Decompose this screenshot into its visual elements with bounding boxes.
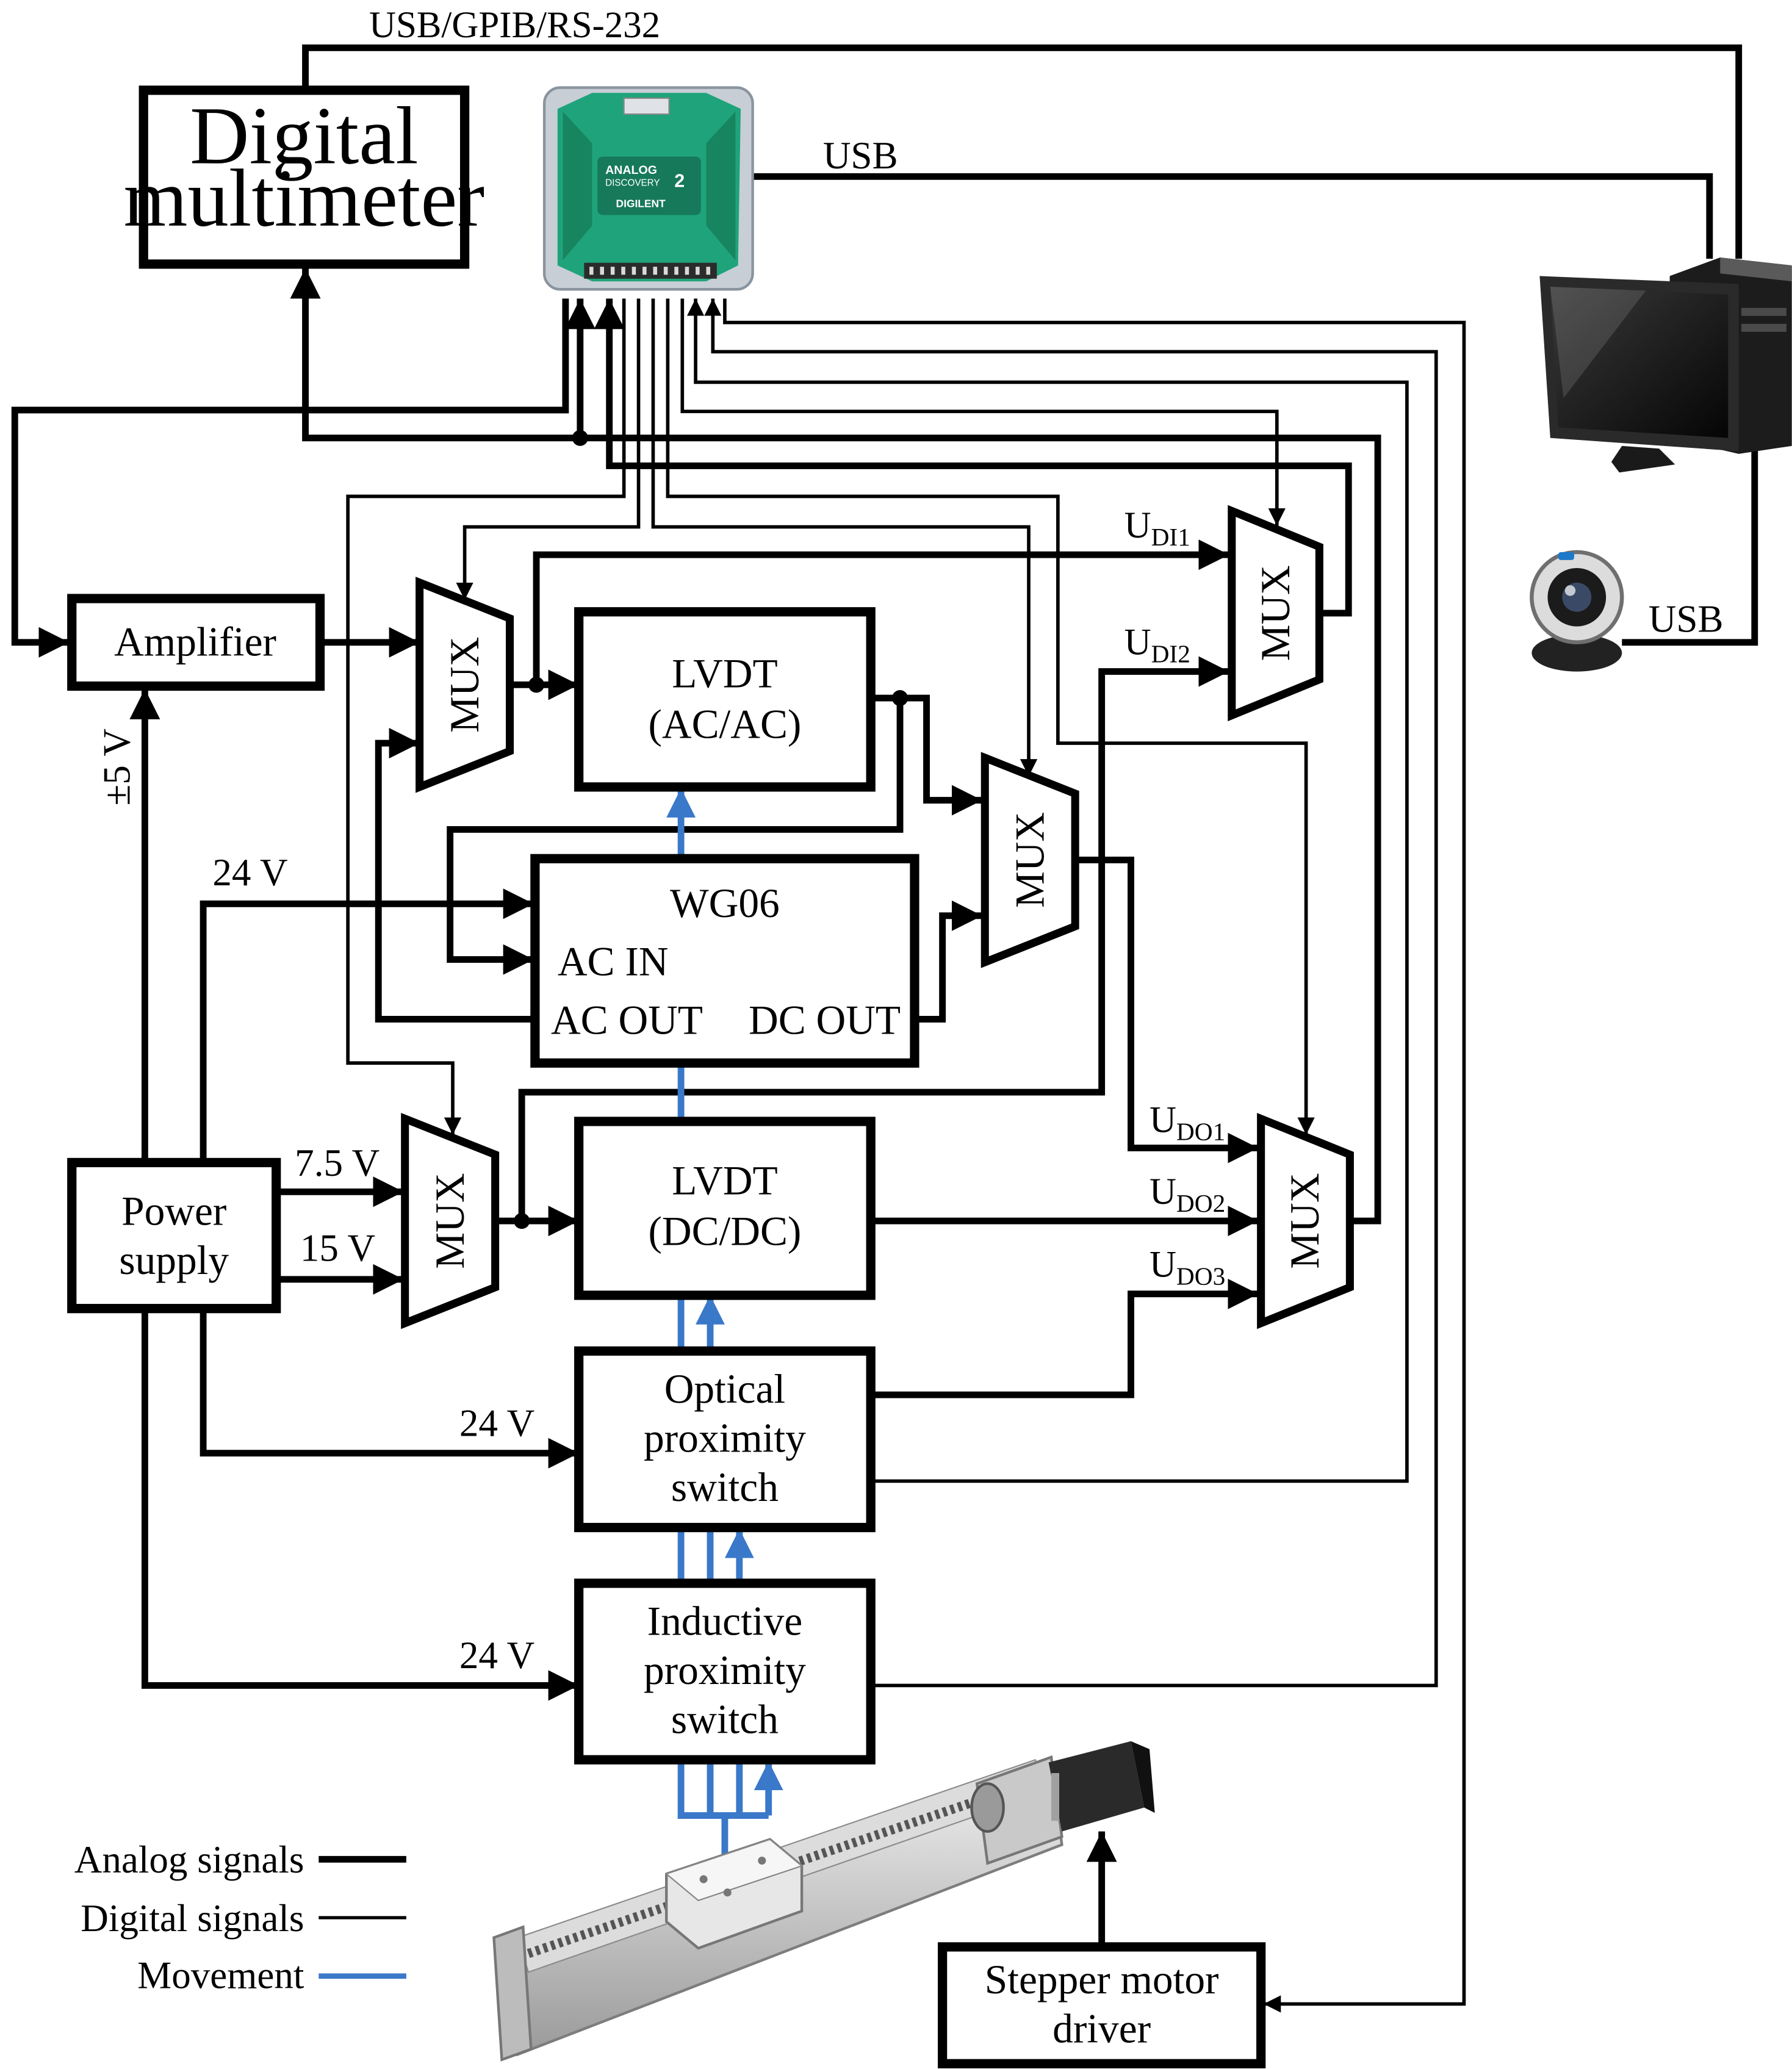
mux-left-top-label: MUX: [442, 637, 488, 733]
lvdt-ac-block: LVDT (AC/AC): [574, 607, 876, 792]
wg06-block: WG06 AC IN AC OUT DC OUT: [530, 854, 919, 1068]
device-logo-brand: DIGILENT: [616, 197, 666, 209]
mux-left-top: MUX: [416, 577, 514, 793]
udo1-label: UDO1: [1150, 1099, 1225, 1145]
v24-wg06-label: 24 V: [212, 851, 287, 894]
mux-bottom-left: MUX: [401, 1113, 500, 1330]
v5-label: ±5 V: [96, 729, 139, 805]
v15-label: 15 V: [300, 1226, 375, 1269]
optical-switch-line2: proximity: [644, 1416, 806, 1461]
device-logo-badge: 2: [674, 171, 685, 192]
inductive-switch-line2: proximity: [644, 1647, 806, 1693]
dmm-label-line2: multimeter: [124, 153, 485, 244]
wg06-dc-out: DC OUT: [749, 997, 901, 1043]
wg06-ac-in: AC IN: [558, 939, 669, 985]
power-supply-line2: supply: [119, 1237, 229, 1283]
legend-movement-label: Movement: [137, 1954, 304, 1996]
udi2-label: UDI2: [1124, 622, 1190, 667]
analog-discovery-device: ANALOG DISCOVERY 2 DIGILENT: [542, 86, 754, 291]
linear-stage-image: [492, 1741, 1155, 2062]
lvdt-dc-block: LVDT (DC/DC): [574, 1117, 876, 1300]
stepper-driver-block: Stepper motor driver: [938, 1942, 1266, 2068]
mux-top-right-label: MUX: [1253, 565, 1298, 661]
optical-switch-block: Optical proximity switch: [574, 1346, 876, 1533]
movement-links: [666, 788, 783, 1874]
device-logo-line1: ANALOG: [605, 164, 657, 177]
v24-optical-label: 24 V: [459, 1402, 534, 1444]
usb-device-label: USB: [823, 134, 898, 177]
amplifier-block: Amplifier: [67, 594, 325, 691]
optical-switch-line1: Optical: [664, 1366, 785, 1412]
webcam-icon: [1530, 550, 1624, 672]
v24-inductive-label: 24 V: [459, 1634, 534, 1677]
udi1-label: UDI1: [1124, 505, 1190, 551]
inductive-switch-line3: switch: [671, 1697, 779, 1743]
power-supply-line1: Power: [121, 1189, 226, 1234]
inductive-switch-block: Inductive proximity switch: [574, 1578, 876, 1765]
mux-middle: MUX: [981, 752, 1079, 968]
usb-camera-label: USB: [1649, 597, 1724, 640]
mux-bottom-right: MUX: [1257, 1112, 1354, 1330]
inductive-switch-line1: Inductive: [647, 1599, 803, 1644]
lvdt-ac-line2: (AC/AC): [648, 701, 801, 747]
lvdt-dc-line2: (DC/DC): [648, 1208, 801, 1254]
amplifier-label: Amplifier: [114, 619, 276, 665]
power-supply-block: Power supply: [67, 1157, 281, 1314]
legend-analog-label: Analog signals: [74, 1838, 304, 1881]
wg06-ac-out: AC OUT: [551, 997, 703, 1043]
legend-digital-label: Digital signals: [81, 1897, 304, 1940]
dmm-label-line1: Digital: [190, 91, 419, 182]
v75-label: 7.5 V: [295, 1142, 380, 1184]
device-logo-line2: DISCOVERY: [605, 178, 660, 189]
mux-middle-label: MUX: [1007, 812, 1053, 908]
stepper-driver-line1: Stepper motor: [985, 1957, 1219, 2002]
usb-gpib-label: USB/GPIB/RS-232: [369, 5, 660, 46]
wg06-title: WG06: [670, 880, 780, 926]
mux-bottom-right-label: MUX: [1282, 1173, 1328, 1268]
mux-bottom-left-label: MUX: [427, 1173, 473, 1268]
mux-top-right: MUX: [1228, 505, 1323, 722]
lvdt-ac-line1: LVDT: [672, 651, 778, 697]
udo3-label: UDO3: [1150, 1244, 1225, 1290]
analog-wires: [11, 44, 1758, 1946]
lvdt-dc-line1: LVDT: [672, 1158, 778, 1204]
legend: Analog signals Digital signals Movement: [74, 1838, 406, 1996]
digital-multimeter-block: Digital multimeter: [124, 85, 485, 269]
udo2-label: UDO2: [1150, 1171, 1225, 1217]
computer-icon: [1539, 257, 1792, 473]
optical-switch-line3: switch: [671, 1464, 779, 1510]
stepper-driver-line2: driver: [1053, 2006, 1151, 2051]
